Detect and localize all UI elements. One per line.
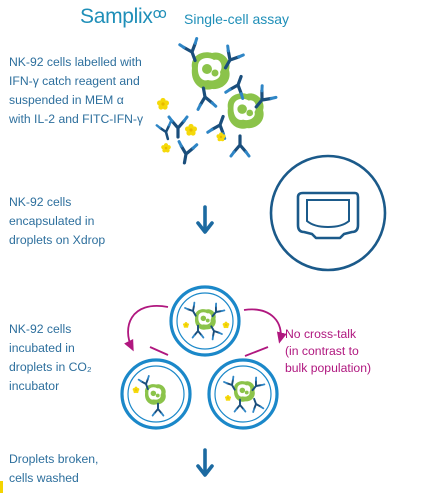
step-2-line-3: droplets on Xdrop — [9, 233, 106, 247]
side-note-line-3: bulk population) — [285, 361, 372, 375]
samplix-logo-icon: ꝏ — [152, 5, 167, 21]
step-3-line-3: droplets in CO₂ — [9, 360, 92, 374]
step-3-line-1: NK-92 cells — [9, 322, 72, 336]
side-note-line-2: (in contrast to — [285, 344, 359, 358]
step-2-line-2: encapsulated in — [9, 214, 95, 228]
side-note: No cross-talk (in contrast to bulk popul… — [285, 326, 371, 377]
step-1-line-4: with IL-2 and FITC-IFN-γ — [9, 112, 144, 126]
logo-text: Samplix — [80, 5, 153, 28]
step-1-illustration — [155, 36, 278, 167]
antibody-icon — [167, 115, 189, 139]
antibody-icon — [173, 140, 199, 167]
curved-arrow-icon — [243, 308, 287, 344]
step-4-text: Droplets broken, cells washed — [9, 450, 98, 488]
antibody-icon — [229, 134, 251, 158]
xdrop-cartridge-icon — [269, 154, 387, 272]
step-3-line-2: incubated in — [9, 341, 75, 355]
curved-arrow-icon — [124, 305, 169, 352]
down-arrow-icon — [196, 205, 214, 234]
step-1-text: NK-92 cells labelled with IFN-γ catch re… — [9, 53, 143, 129]
ifn-gamma-icon — [157, 97, 169, 110]
step-3-line-4: incubator — [9, 379, 60, 393]
step-1-line-3: suspended in MEM α — [9, 93, 124, 107]
step-4-line-1: Droplets broken, — [9, 452, 99, 466]
page-title: Single-cell assay — [184, 11, 290, 27]
nk-cell-icon — [227, 93, 264, 129]
nk-cell-icon — [233, 381, 255, 402]
separator-line — [244, 346, 269, 357]
edge-marker — [0, 481, 3, 493]
step-2-text: NK-92 cells encapsulated in droplets on … — [9, 193, 105, 250]
ifn-gamma-icon — [161, 143, 171, 153]
down-arrow-icon — [196, 448, 214, 477]
step-1-line-1: NK-92 cells labelled with — [9, 55, 142, 69]
nk-cell-icon — [191, 52, 230, 90]
samplix-logo: Samplixꝏ — [80, 5, 167, 29]
step-2-line-1: NK-92 cells — [9, 195, 72, 209]
ifn-gamma-icon — [185, 123, 197, 136]
separator-line — [149, 346, 169, 356]
antibody-icon — [192, 84, 218, 111]
step-3-text: NK-92 cells incubated in droplets in CO₂… — [9, 320, 92, 396]
step-1-line-2: IFN-γ catch reagent and — [9, 74, 140, 88]
antibody-icon — [155, 120, 177, 143]
step-4-line-2: cells washed — [9, 471, 79, 485]
side-note-line-1: No cross-talk — [285, 327, 357, 341]
